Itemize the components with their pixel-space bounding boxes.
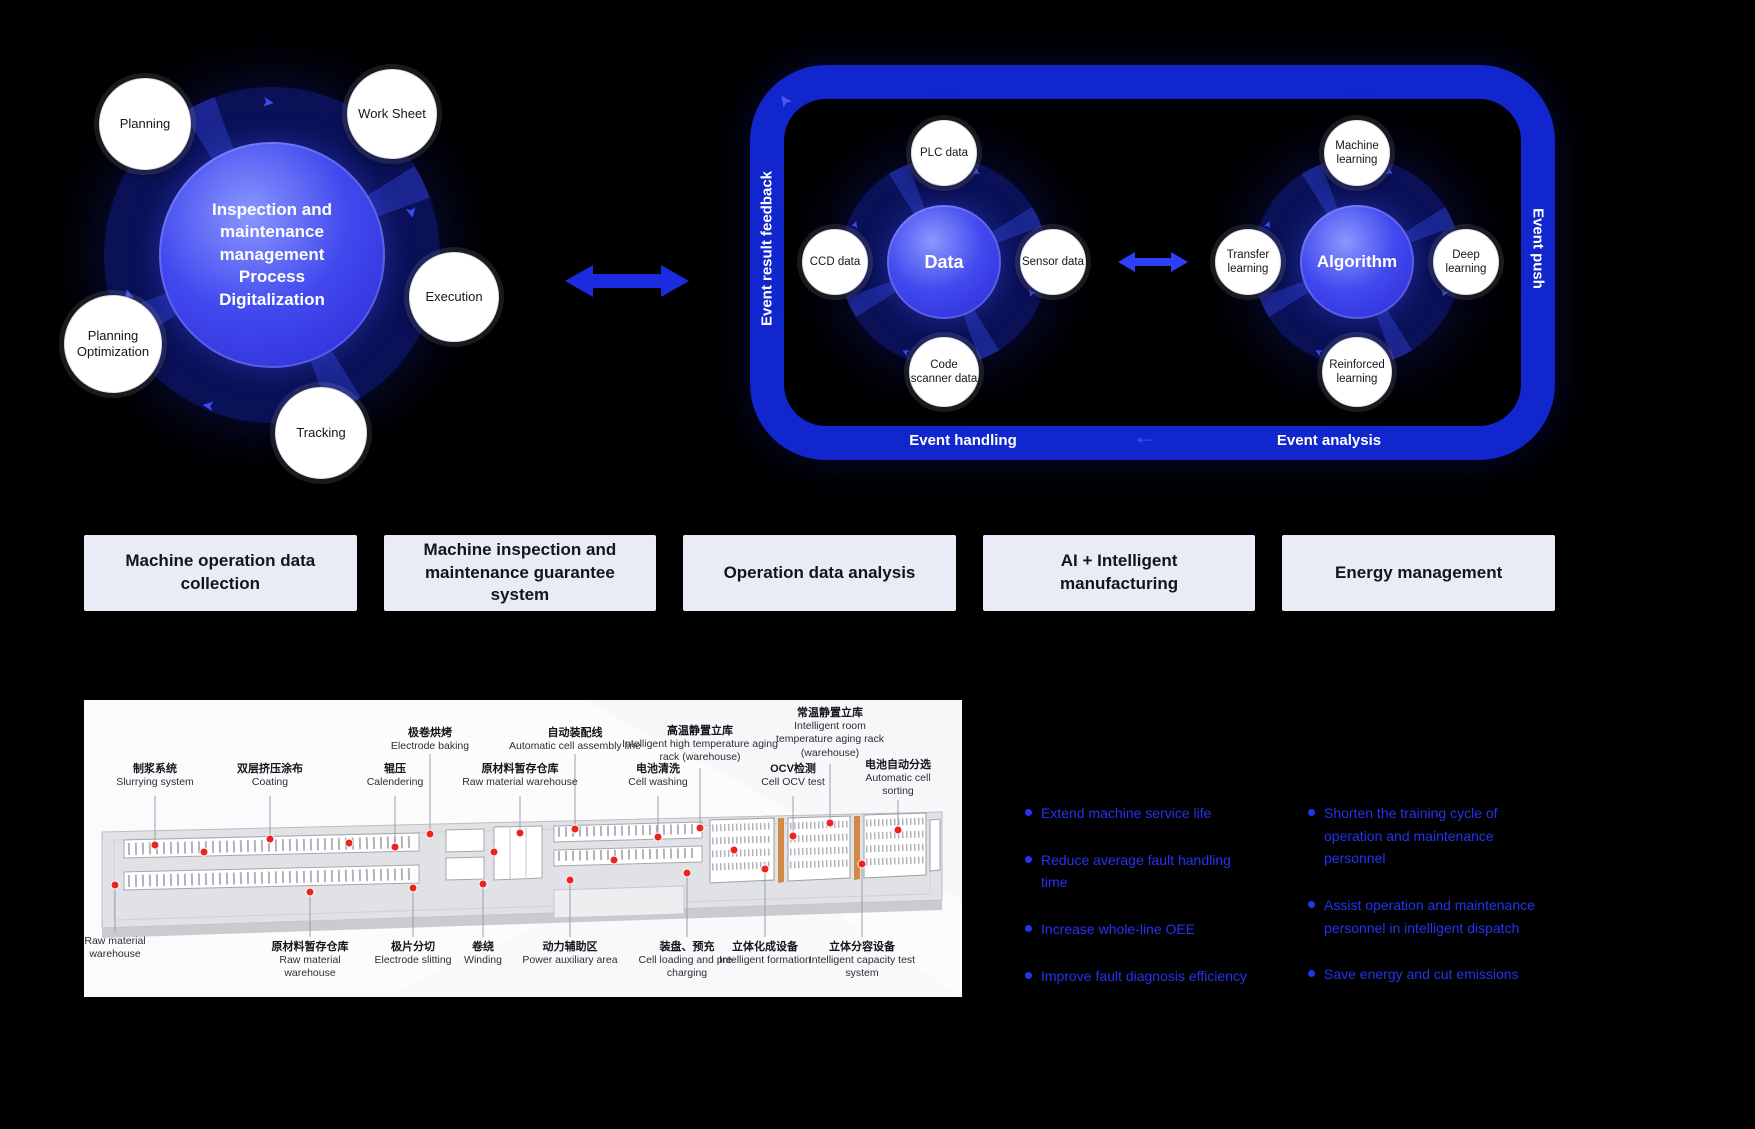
pillar-machine-operation-data-collection: Machine operation data collection	[84, 535, 357, 611]
floorplan-label-cell-ocv-test: OCV检测 Cell OCV test	[761, 763, 825, 789]
satellite-sensor-data: Sensor data	[1020, 229, 1086, 295]
floorplan-label-raw-material-warehouse-2: 原材料暂存仓库 Raw material warehouse	[271, 941, 349, 980]
floorplan-label-high-temp-aging-rack: 高温静置立库 Intelligent high temperature agin…	[622, 725, 778, 764]
event-loop-border	[750, 65, 1555, 460]
bullet-dot-icon	[1308, 970, 1315, 978]
bullet-dot-icon	[1308, 809, 1315, 816]
floorplan-label-electrode-slitting: 极片分切 Electrode slitting	[374, 941, 452, 967]
flow-arrow-icon: ➤	[402, 204, 422, 221]
satellite-label: Sensor data	[1021, 255, 1084, 268]
flow-arrow-icon: ➤	[849, 219, 863, 231]
satellite-label: Transfer learning	[1226, 248, 1270, 275]
floorplan-label-intelligent-formation: 立体化成设备 Intelligent formation	[719, 941, 811, 967]
satellite-label: Work Sheet	[358, 105, 426, 121]
satellite-ccd-data: CCD data	[802, 229, 868, 295]
flow-arrow-icon: ➤	[200, 396, 216, 415]
satellite-transfer-learning: Transfer learning	[1215, 229, 1281, 295]
satellite-label: PLC data	[920, 146, 968, 159]
floorplan-label-slurrying-system: 制浆系统 Slurrying system	[116, 763, 194, 789]
flow-arrow-icon: ➤	[1262, 219, 1276, 231]
satellite-label: Machine learning	[1335, 139, 1379, 166]
bullet-dot-icon	[1025, 855, 1032, 863]
satellite-label: Tracking	[296, 424, 346, 440]
satellite-label: Execution	[425, 288, 483, 304]
satellite-execution: Execution	[409, 252, 499, 342]
floorplan-label-electrode-baking: 极卷烘烤 Electrode baking	[390, 727, 470, 753]
factory-floorplan: 制浆系统 Slurrying system 双层挤压涂布 Coating 辊压 …	[84, 700, 962, 997]
event-handling-label: Event handling	[909, 432, 1017, 449]
pillar-ai-intelligent-manufacturing: AI + Intelligent manufacturing	[982, 535, 1256, 611]
satellite-planning: Planning	[99, 78, 191, 170]
floorplan-label-cell-washing: 电池清洗 Cell washing	[628, 763, 688, 789]
flow-arrow-icon: ➤	[260, 93, 276, 112]
floorplan-label-intelligent-capacity-test: 立体分容设备 Intelligent capacity test system	[808, 941, 916, 980]
satellite-tracking: Tracking	[275, 387, 367, 479]
benefits-column-1: Extend machine service life Reduce avera…	[1025, 802, 1253, 1011]
flow-arrow-icon: ➤	[899, 344, 913, 359]
floorplan-graphic	[84, 700, 962, 997]
data-hub-center: Data	[887, 205, 1001, 319]
satellite-label: Reinforced learning	[1329, 358, 1385, 385]
pillar-row: Machine operation data collection Machin…	[84, 535, 1555, 611]
double-arrow-icon	[1118, 252, 1188, 272]
floorplan-label-automatic-assembly-line: 自动装配线 Automatic cell assembly line	[509, 727, 641, 753]
benefit-item: Increase whole-line OEE	[1025, 918, 1253, 941]
satellite-deep-learning: Deep learning	[1433, 229, 1499, 295]
double-arrow-icon	[565, 265, 689, 297]
floorplan-label-coating: 双层挤压涂布 Coating	[237, 763, 303, 789]
floorplan-label-winding: 卷绕 Winding	[464, 941, 502, 967]
bullet-dot-icon	[1025, 925, 1032, 933]
benefit-item: Save energy and cut emissions	[1308, 963, 1546, 986]
satellite-code-scanner-data: Code scanner data	[909, 337, 979, 407]
bullet-dot-icon	[1025, 809, 1032, 816]
bullet-dot-icon	[1025, 971, 1032, 979]
satellite-machine-learning: Machine learning	[1324, 120, 1390, 186]
satellite-label: Code scanner data	[910, 358, 978, 385]
pillar-operation-data-analysis: Operation data analysis	[683, 535, 956, 611]
benefits-column-2: Shorten the training cycle of operation …	[1308, 802, 1546, 1010]
floorplan-label-room-temp-aging-rack: 常温静置立库 Intelligent room temperature agin…	[776, 707, 884, 759]
satellite-label: Planning Optimization	[76, 327, 150, 359]
flow-arrow-icon: ➤	[1312, 344, 1326, 359]
benefit-item: Improve fault diagnosis efficiency	[1025, 965, 1253, 988]
benefit-item: Extend machine service life	[1025, 802, 1253, 825]
maintenance-hub-center: Inspection and maintenance management Pr…	[159, 142, 385, 368]
event-result-feedback-label: Event result feedback	[758, 170, 776, 327]
satellite-plc-data: PLC data	[911, 120, 977, 186]
floorplan-label-cell-loading-precharging: 装盘、预充 Cell loading and pre-charging	[638, 941, 736, 980]
floorplan-label-raw-material-warehouse-left: Raw material warehouse	[84, 935, 146, 961]
floorplan-label-power-auxiliary-area: 动力辅助区 Power auxiliary area	[522, 941, 618, 967]
algorithm-hub-center: Algorithm	[1300, 205, 1414, 319]
satellite-work-sheet: Work Sheet	[347, 69, 437, 159]
benefit-item: Shorten the training cycle of operation …	[1308, 802, 1546, 870]
floorplan-label-raw-material-warehouse: 原材料暂存仓库 Raw material warehouse	[462, 763, 578, 789]
loop-left-arrow-icon: ←	[1133, 423, 1156, 449]
satellite-label: CCD data	[809, 255, 861, 268]
satellite-label: Deep learning	[1445, 248, 1487, 275]
satellite-reinforced-learning: Reinforced learning	[1322, 337, 1392, 407]
floorplan-label-calendering: 辊压 Calendering	[366, 763, 424, 789]
pillar-energy-management: Energy management	[1282, 535, 1555, 611]
bullet-dot-icon	[1308, 901, 1315, 909]
pillar-machine-inspection-guarantee-system: Machine inspection and maintenance guara…	[383, 535, 657, 611]
benefit-item: Assist operation and maintenance personn…	[1308, 894, 1546, 939]
benefit-item: Reduce average fault handling time	[1025, 849, 1253, 894]
event-push-label: Event push	[1529, 208, 1547, 289]
satellite-planning-optimization: Planning Optimization	[64, 295, 162, 393]
satellite-label: Planning	[119, 115, 171, 131]
event-analysis-label: Event analysis	[1276, 432, 1382, 449]
floorplan-label-automatic-cell-sorting: 电池自动分选 Automatic cell sorting	[865, 759, 931, 798]
